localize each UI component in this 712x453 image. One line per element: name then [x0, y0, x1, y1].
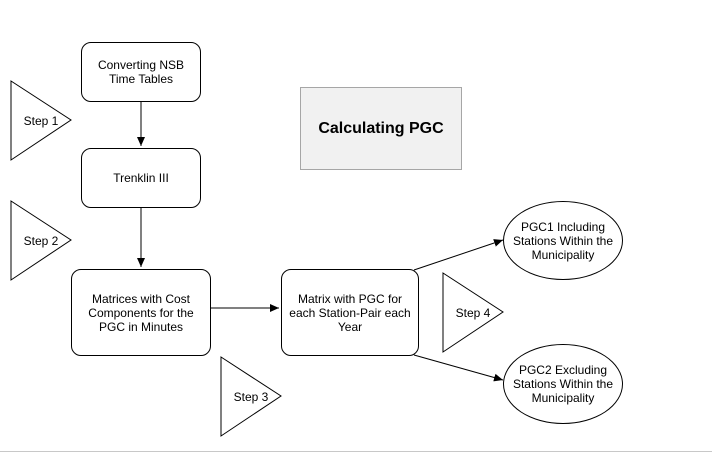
arrow-matrix-pgc-to-pgc1 [413, 239, 504, 271]
diagram-title-box: Calculating PGC [300, 87, 462, 170]
node-matrices-cost: Matrices with Cost Components for the PG… [71, 269, 211, 356]
step-1-label: Step 1 [24, 114, 59, 128]
step-4-label: Step 4 [456, 306, 491, 320]
node-matrix-pgc-label: Matrix with PGC for each Station-Pair ea… [289, 291, 411, 334]
node-trenklin: Trenklin III [81, 148, 201, 208]
step-3-label: Step 3 [234, 390, 269, 404]
diagram-title: Calculating PGC [318, 119, 444, 137]
step-2-marker: Step 2 [10, 200, 72, 281]
step-1-marker: Step 1 [10, 80, 72, 161]
step-3-marker: Step 3 [220, 356, 282, 437]
node-trenklin-label: Trenklin III [113, 171, 169, 185]
arrow-matrix-pgc-to-pgc2 [413, 354, 504, 382]
node-matrix-pgc: Matrix with PGC for each Station-Pair ea… [281, 269, 419, 356]
node-pgc1-label: PGC1 Including Stations Within the Munic… [512, 219, 614, 262]
node-converting-nsb: Converting NSB Time Tables [81, 42, 201, 102]
node-converting-nsb-label: Converting NSB Time Tables [97, 58, 185, 86]
node-pgc2-label: PGC2 Excluding Stations Within the Munic… [512, 363, 614, 405]
step-4-marker: Step 4 [442, 272, 504, 353]
node-pgc1: PGC1 Including Stations Within the Munic… [503, 201, 623, 280]
bottom-border [0, 451, 712, 452]
node-pgc2: PGC2 Excluding Stations Within the Munic… [503, 344, 623, 424]
step-2-label: Step 2 [24, 234, 59, 248]
node-matrices-cost-label: Matrices with Cost Components for the PG… [88, 291, 194, 334]
